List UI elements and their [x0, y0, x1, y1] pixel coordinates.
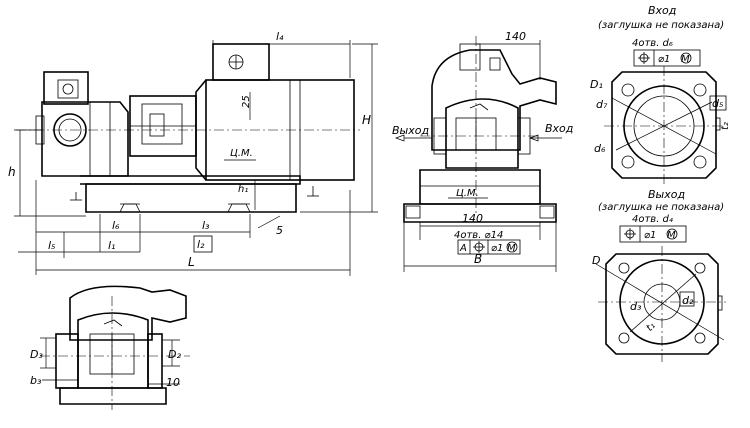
label-d5: d₅	[712, 97, 723, 110]
label-h: h	[8, 165, 16, 179]
label-10: 10	[166, 376, 180, 389]
label-l6: l₆	[112, 219, 120, 232]
label-H: H	[362, 113, 371, 127]
tol-datum-A: A	[459, 243, 467, 254]
label-vyhod: Выход	[392, 124, 429, 137]
inlet-subtitle: (заглушка не показана)	[598, 20, 724, 31]
label-5: 5	[276, 224, 283, 237]
label-l5: l₅	[48, 239, 55, 252]
label-d3: d₃	[630, 300, 642, 313]
inlet-tol-value: ⌀1	[658, 54, 670, 65]
label-holes-4x14: 4отв. ⌀14	[454, 230, 503, 241]
label-l3: l₃	[202, 219, 210, 232]
label-t2: t₂	[720, 122, 731, 130]
label-l2: l₂	[197, 238, 205, 251]
label-l4: l₄	[276, 30, 284, 43]
label-B: B	[474, 252, 482, 266]
label-d7: d₇	[596, 98, 608, 111]
label-D1: D₁	[590, 78, 603, 91]
label-140-top: 140	[505, 30, 526, 43]
label-L: L	[188, 255, 195, 269]
inlet-tol-mod: M	[681, 54, 690, 65]
bottom-view: D₃ D₂ b₃ 10	[30, 285, 190, 410]
tol-front-value: ⌀1	[491, 243, 503, 254]
inlet-title: Вход	[648, 4, 676, 17]
outlet-tol-mod: M	[667, 230, 676, 241]
label-d2: d₂	[682, 294, 694, 307]
inlet-flange: Вход (заглушка не показана) 4отв. d₆ ⌀1 …	[590, 4, 731, 186]
outlet-holes: 4отв. d₄	[632, 214, 673, 225]
outlet-tol-value: ⌀1	[644, 230, 656, 241]
label-25: 25	[241, 95, 252, 108]
label-cm-side: Ц.М.	[230, 148, 253, 159]
side-view: l₄ 25 Ц.М. H h₁ 5 h l₆ l₃ l₂ l	[8, 30, 378, 276]
label-140-bottom: 140	[462, 212, 483, 225]
label-D: D	[592, 254, 600, 267]
label-t1: t₁	[644, 320, 657, 333]
label-D2: D₂	[168, 348, 181, 361]
tol-front-mod: M	[507, 243, 516, 254]
label-l1: l₁	[108, 239, 115, 252]
inlet-holes: 4отв. d₆	[632, 38, 673, 49]
outlet-title: Выход	[648, 188, 685, 201]
front-view: 140 Выход Вход Ц.М. 140 4отв. ⌀14 A ⌀1 M…	[392, 30, 573, 272]
outlet-subtitle: (заглушка не показана)	[598, 202, 724, 213]
label-b3: b₃	[30, 374, 42, 387]
label-h1: h₁	[238, 184, 248, 195]
label-cm-front: Ц.М.	[456, 188, 479, 199]
label-D3: D₃	[30, 348, 43, 361]
label-d6: d₆	[594, 142, 606, 155]
label-vhod: Вход	[545, 122, 573, 135]
outlet-flange: Выход (заглушка не показана) 4отв. d₄ ⌀1…	[592, 188, 726, 362]
